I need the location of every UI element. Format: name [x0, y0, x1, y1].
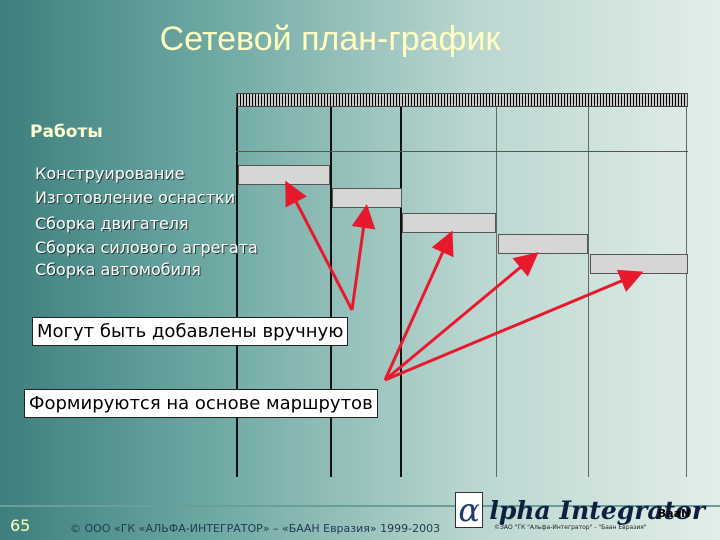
baan-logo: BaaN	[650, 490, 698, 536]
footer-divider	[0, 505, 720, 507]
page-number: 65	[10, 516, 31, 535]
gantt-bar-engine-assembly[interactable]	[402, 213, 496, 233]
task-label-engine-assembly: Сборка двигателя	[35, 214, 189, 233]
logo-text: lpha Integrator	[489, 495, 705, 525]
gantt-bar-powertrain-assembly[interactable]	[498, 234, 588, 254]
logo-subtext: ©ЗАО "ГК "Альфа-Интегратор" - "Баан Евра…	[494, 524, 647, 531]
arrow-to-tooling	[350, 204, 376, 311]
arrow-to-vehicle	[384, 269, 644, 382]
grid-line	[330, 107, 332, 477]
grid-line	[686, 107, 687, 477]
works-label: Работы	[30, 122, 103, 142]
header-divider	[236, 151, 688, 152]
arrow-to-engine	[383, 230, 454, 381]
task-label-design: Конструирование	[35, 164, 185, 183]
callout-routes: Формируются на основе маршрутов	[24, 389, 378, 418]
copyright-text: © ООО «ГК «АЛЬФА-ИНТЕГРАТОР» – «БААН Евр…	[70, 522, 441, 535]
task-label-vehicle-assembly: Сборка автомобиля	[35, 260, 201, 279]
gantt-bar-design[interactable]	[238, 165, 330, 185]
callout-manual: Могут быть добавлены вручную	[32, 317, 349, 346]
grid-line	[400, 107, 402, 477]
alpha-integrator-logo: α lpha Integrator	[455, 488, 705, 532]
baan-logo-text: BaaN	[657, 506, 691, 520]
gantt-bar-tooling[interactable]	[332, 188, 402, 208]
gantt-bar-vehicle-assembly[interactable]	[590, 254, 688, 274]
slide-title: Сетевой план-график	[159, 20, 501, 58]
arrow-to-powertrain	[384, 252, 539, 382]
grid-line	[236, 107, 238, 477]
alpha-icon: α	[455, 492, 484, 528]
grid-line	[588, 107, 589, 477]
task-label-powertrain-assembly: Сборка силового агрегата	[35, 238, 258, 257]
grid-line	[496, 107, 497, 477]
task-label-tooling: Изготовление оснастки	[35, 188, 236, 207]
timeline-header-bar	[236, 93, 688, 107]
